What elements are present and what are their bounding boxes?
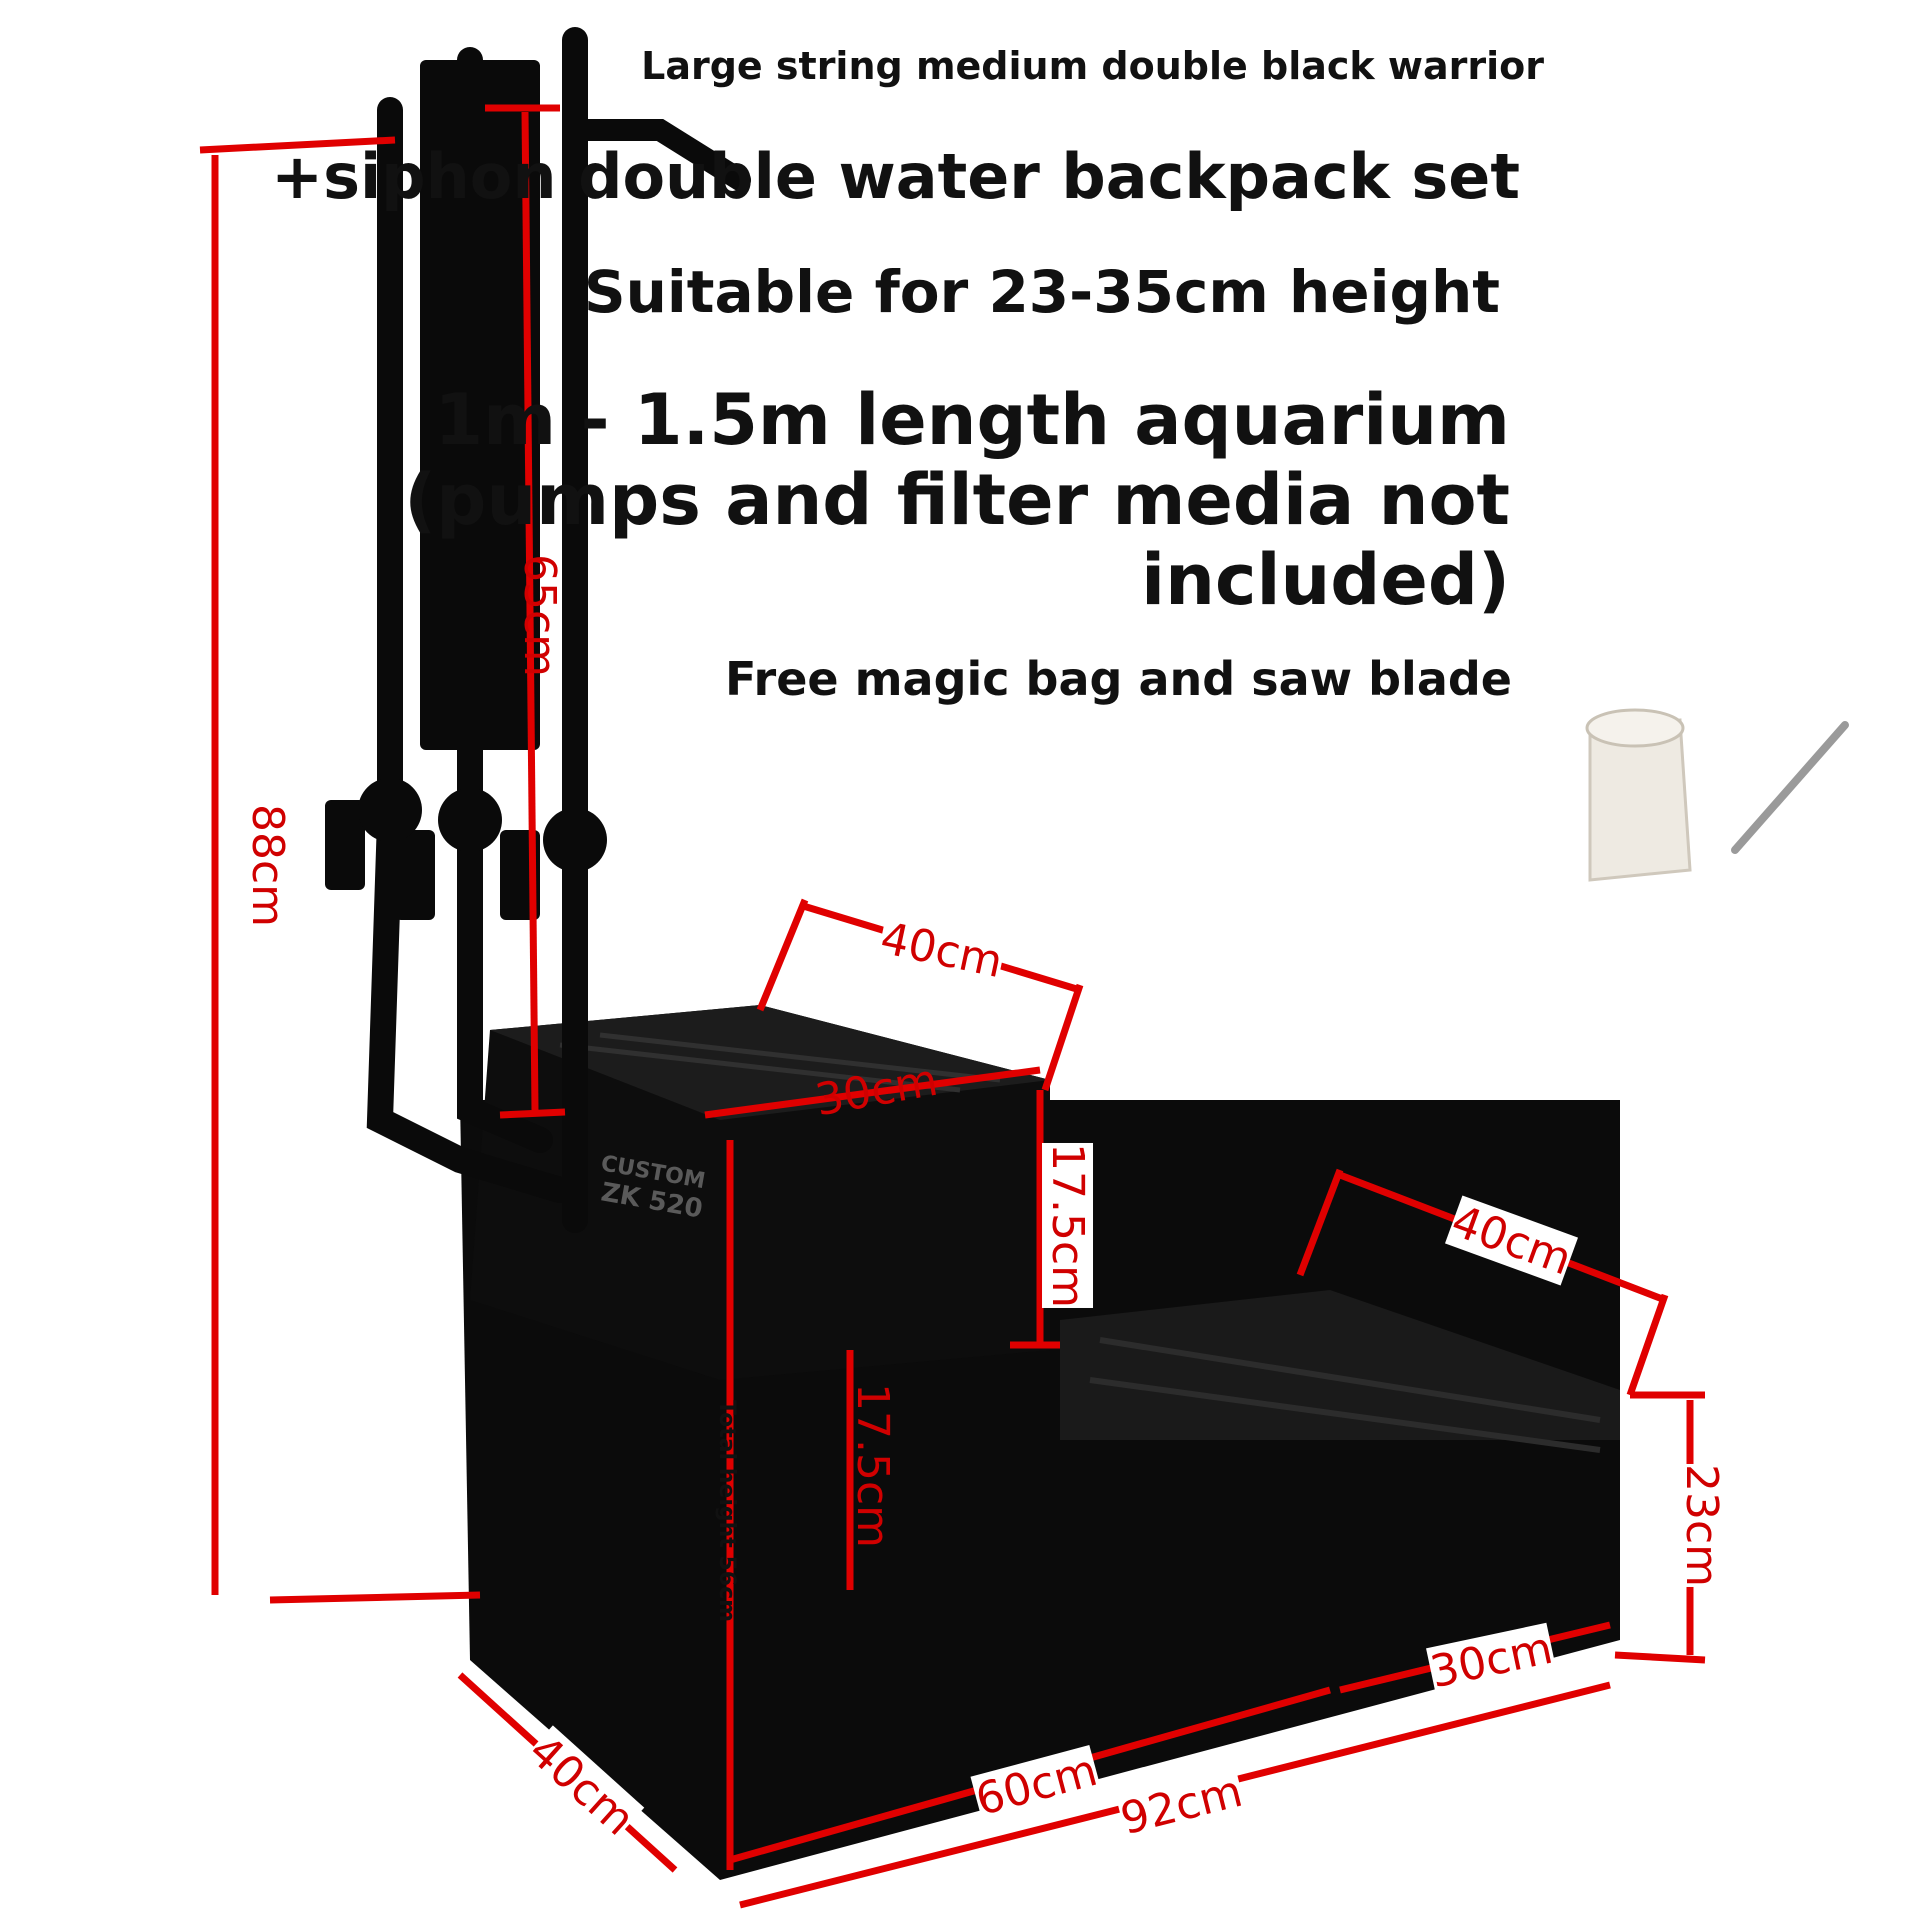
headline-line-5: Free magic bag and saw blade [725, 652, 1512, 706]
dim-middle-box-height: 17.5cm [847, 1382, 899, 1549]
dim-pipe-length: 65cm [514, 553, 566, 678]
upper-box [470, 1005, 1050, 1380]
dim-overall-height: 88cm [242, 803, 294, 928]
headline-line-4: 1m - 1.5m length aquarium (pumps and fil… [404, 379, 1510, 621]
headline-line-1: Large string medium double black warrior [641, 44, 1544, 88]
dim-total-height: Total height 56cm [714, 1400, 739, 1623]
headline-line-3: Suitable for 23-35cm height [583, 258, 1500, 326]
overflow-box [420, 60, 540, 750]
headline-line-2: +siphon double water backpack set [271, 140, 1520, 213]
dim-upper-box-height: 17.5cm [1042, 1142, 1094, 1309]
upper-box-lid [490, 1005, 1050, 1120]
dim-right-box-height: 23cm [1676, 1463, 1728, 1588]
saw-blade-image [1731, 721, 1849, 854]
magic-bag-image [1585, 708, 1692, 882]
